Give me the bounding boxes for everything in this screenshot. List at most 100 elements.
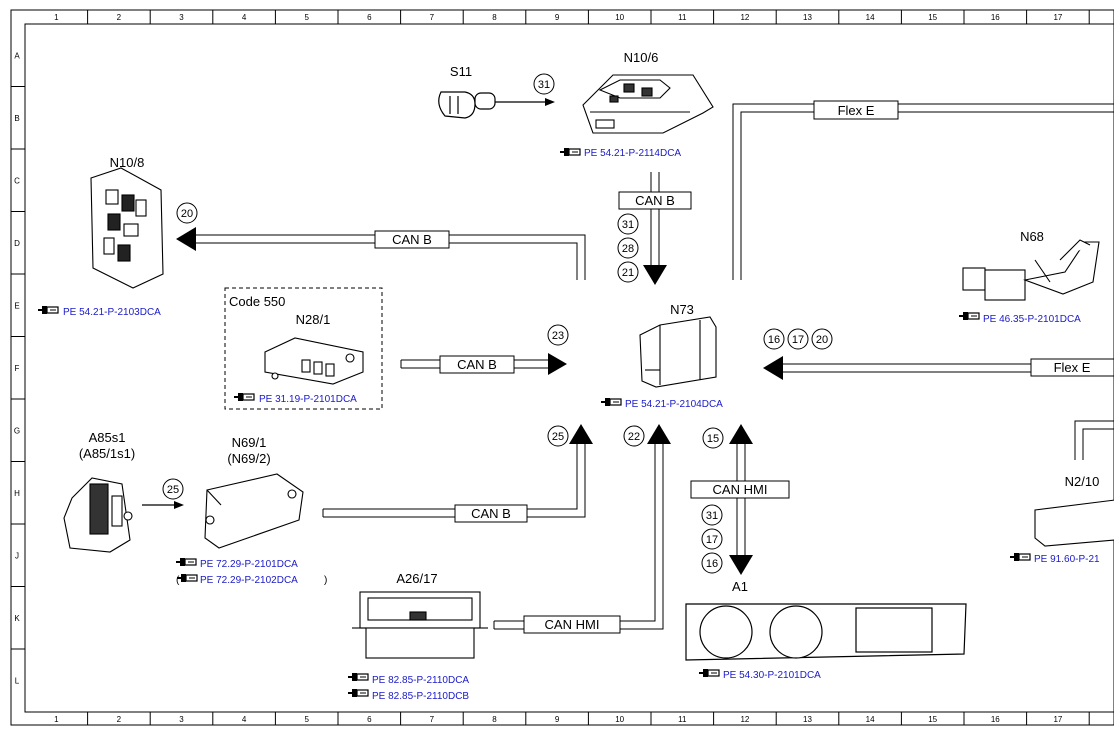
- signal-number: 25: [552, 431, 564, 443]
- ref-n2-10[interactable]: PE 91.60-P-21: [1009, 552, 1100, 565]
- ref-n68[interactable]: PE 46.35-P-2101DCA: [958, 311, 1081, 325]
- signal-number: 15: [707, 433, 719, 445]
- a1-drawing: [685, 603, 967, 661]
- signal-number: 20: [181, 208, 193, 220]
- ruler-col-label: 1: [54, 715, 59, 724]
- signal-circle: 25: [547, 425, 569, 447]
- ruler-col-label: 5: [304, 13, 309, 22]
- can-b-n28-text: CAN B: [457, 357, 497, 372]
- ruler-row-label: K: [14, 614, 20, 623]
- can-hmi-a1-text: CAN HMI: [713, 482, 768, 497]
- signal-number: 17: [792, 334, 804, 346]
- hand-pointer-icon: [698, 668, 720, 678]
- ref-n10-8[interactable]: PE 54.21-P-2103DCA: [37, 305, 161, 318]
- signal-circle: 23: [547, 324, 569, 346]
- hand-pointer-icon: [559, 147, 581, 157]
- ref-n69-1[interactable]: PE 72.29-P-2101DCA: [175, 557, 298, 570]
- ruler-col-label: 10: [615, 715, 624, 724]
- label-n69-1: N69/1: [232, 435, 267, 450]
- ruler-col-label: 8: [492, 715, 497, 724]
- ruler-col-label: 9: [555, 13, 560, 22]
- signal-circle: 31: [617, 213, 639, 235]
- signal-number: 21: [622, 267, 634, 279]
- ref-a26-17-b[interactable]: PE 82.85-P-2110DCB: [347, 688, 469, 702]
- flex-e-top-line: [732, 103, 1114, 280]
- hand-pointer-icon: [233, 392, 255, 402]
- ruler-col-label: 7: [430, 715, 435, 724]
- signal-circle: 17: [701, 528, 723, 550]
- hand-pointer-icon: [347, 688, 369, 698]
- signal-circle: 31: [701, 504, 723, 526]
- ruler-row-label: C: [14, 176, 20, 185]
- hand-pointer-icon: [347, 672, 369, 682]
- n73-drawing: [639, 316, 717, 388]
- frame: [10, 9, 1114, 726]
- ruler-col-label: 3: [179, 13, 184, 22]
- hand-pointer-icon: [37, 305, 59, 315]
- signal-circle: 16: [701, 552, 723, 574]
- signal-number: 31: [622, 219, 634, 231]
- ruler-col-label: 2: [117, 715, 122, 724]
- paren-open: (: [176, 575, 180, 586]
- can-b-vertical: [650, 172, 660, 266]
- signal-number: 31: [706, 510, 718, 522]
- ref-a1[interactable]: PE 54.30-P-2101DCA: [698, 668, 821, 681]
- n2-10-stub-line: [1074, 420, 1114, 460]
- ruler-row-label: F: [15, 364, 20, 373]
- ref-text: PE 91.60-P-21: [1034, 554, 1100, 565]
- signal-circle: 20: [176, 202, 198, 224]
- signal-circle: 20: [811, 328, 833, 350]
- hand-pointer-icon: [176, 573, 198, 583]
- n10-8-drawing: [90, 167, 164, 289]
- flex-e-right-label: Flex E: [1030, 358, 1114, 377]
- ref-text: PE 54.21-P-2114DCA: [584, 148, 681, 159]
- ruler-row-label: E: [14, 301, 19, 310]
- arrow-flex-e-to-n73: [763, 356, 783, 380]
- ref-n28-1[interactable]: PE 31.19-P-2101DCA: [233, 392, 357, 405]
- label-n28-1: N28/1: [296, 312, 331, 327]
- signal-circle: 22: [623, 425, 645, 447]
- flex-e-top-text: Flex E: [838, 103, 875, 118]
- ref-text: PE 54.21-P-2103DCA: [63, 307, 161, 318]
- hand-pointer-icon: [175, 557, 197, 567]
- label-n69-2: (N69/2): [227, 451, 270, 466]
- ref-n10-6[interactable]: PE 54.21-P-2114DCA: [559, 147, 681, 159]
- ruler-col-label: 7: [430, 13, 435, 22]
- ref-text: PE 54.21-P-2104DCA: [625, 399, 723, 410]
- ruler-col-label: 15: [928, 13, 937, 22]
- signal-number: 17: [706, 534, 718, 546]
- ruler-col-label: 4: [242, 715, 247, 724]
- ruler-col-label: 10: [615, 13, 624, 22]
- can-hmi-a26-label: CAN HMI: [523, 615, 621, 634]
- arrow-a26-to-n73: [647, 424, 671, 444]
- label-n73: N73: [670, 302, 694, 317]
- flex-e-top-label: Flex E: [813, 100, 899, 120]
- ref-a26-17-a[interactable]: PE 82.85-P-2110DCA: [347, 672, 469, 686]
- signal-circle: 25: [162, 478, 184, 500]
- ref-n69-2[interactable]: ( PE 72.29-P-2102DCA ): [176, 573, 327, 586]
- ruler-col-label: 14: [866, 13, 875, 22]
- signal-number: 23: [552, 330, 564, 342]
- flex-e-right-text: Flex E: [1054, 360, 1091, 375]
- ruler-col-label: 12: [740, 715, 749, 724]
- hand-pointer-icon: [958, 311, 980, 321]
- ref-text: PE 82.85-P-2110DCB: [372, 691, 469, 702]
- ruler-col-label: 17: [1053, 715, 1062, 724]
- signal-number: 16: [706, 558, 718, 570]
- code-550-box: [224, 287, 383, 410]
- signal-number: 31: [538, 79, 550, 91]
- hand-pointer-icon: [600, 397, 622, 407]
- arrow-n28-to-n73: [548, 353, 567, 375]
- label-a85s1: A85s1: [89, 430, 126, 445]
- ref-n73[interactable]: PE 54.21-P-2104DCA: [600, 397, 723, 410]
- signal-circle: 31: [533, 73, 555, 95]
- signal-number: 28: [622, 243, 634, 255]
- label-n68: N68: [1020, 229, 1044, 244]
- ruler-row-label: A: [14, 51, 20, 60]
- n28-1-drawing: [264, 337, 364, 385]
- label-n10-6: N10/6: [624, 50, 659, 65]
